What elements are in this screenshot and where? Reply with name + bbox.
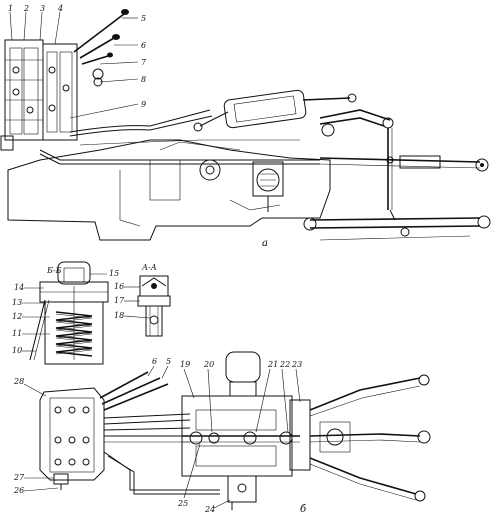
callout-7: 7 [141,58,147,67]
callout-25: 25 [177,499,188,508]
callout-5b: 5 [166,357,171,366]
view-a-side-view [0,9,491,241]
plan-central-housing [181,351,300,510]
view-a-label: а [262,238,268,249]
upper-link [319,155,489,172]
callout-8: 8 [141,75,146,84]
callout-23: 23 [291,360,302,369]
view-b-plan-view [39,351,431,510]
callout-6b: 6 [152,357,157,366]
section-aa-label: А-А [141,263,157,272]
section-aa-view: А-А [137,263,171,337]
callouts-section-bb: 14 13 12 11 10 15 [12,269,119,355]
callout-2: 2 [23,4,29,13]
plan-pipes [103,413,220,495]
section-bb-label: Б-Б [46,266,62,275]
callout-14: 14 [14,283,24,292]
plan-levers [99,371,169,411]
transmission-housing [7,139,331,241]
callout-11: 11 [12,329,22,338]
callout-26: 26 [13,486,24,495]
callout-27: 27 [13,473,25,482]
callouts-section-aa: 16 17 18 [114,282,151,320]
lower-links [303,209,491,241]
power-cylinder [193,89,357,132]
callout-9: 9 [141,100,146,109]
callout-1: 1 [8,4,13,13]
plan-distributor [39,387,105,490]
callout-13: 13 [12,298,22,307]
callout-20: 20 [203,360,214,369]
callout-15: 15 [109,269,119,278]
callout-21: 21 [267,360,278,369]
control-levers [73,9,129,87]
callout-22: 22 [279,360,290,369]
callout-19: 19 [180,360,190,369]
view-b-label: б [300,504,307,515]
callout-24: 24 [204,505,215,514]
callout-28: 28 [13,377,24,386]
callout-6: 6 [141,41,146,50]
hydraulic-lines [39,109,320,165]
plan-rear-linkage [289,374,431,502]
callouts-view-b: 6 5 19 20 21 22 23 28 27 26 25 24 б [13,357,307,515]
callout-12: 12 [12,312,22,321]
callout-17: 17 [114,296,125,305]
section-bb-view: Б-Б [29,261,109,365]
callout-16: 16 [114,282,124,291]
callout-18: 18 [114,311,124,320]
distributor-block [0,39,78,151]
callouts-view-a: 1 2 3 4 5 6 7 8 9 а [8,4,268,249]
callout-4: 4 [57,4,63,13]
callout-5: 5 [141,14,146,23]
rear-support [252,161,284,212]
callout-3: 3 [40,4,45,13]
callout-10: 10 [12,346,22,355]
